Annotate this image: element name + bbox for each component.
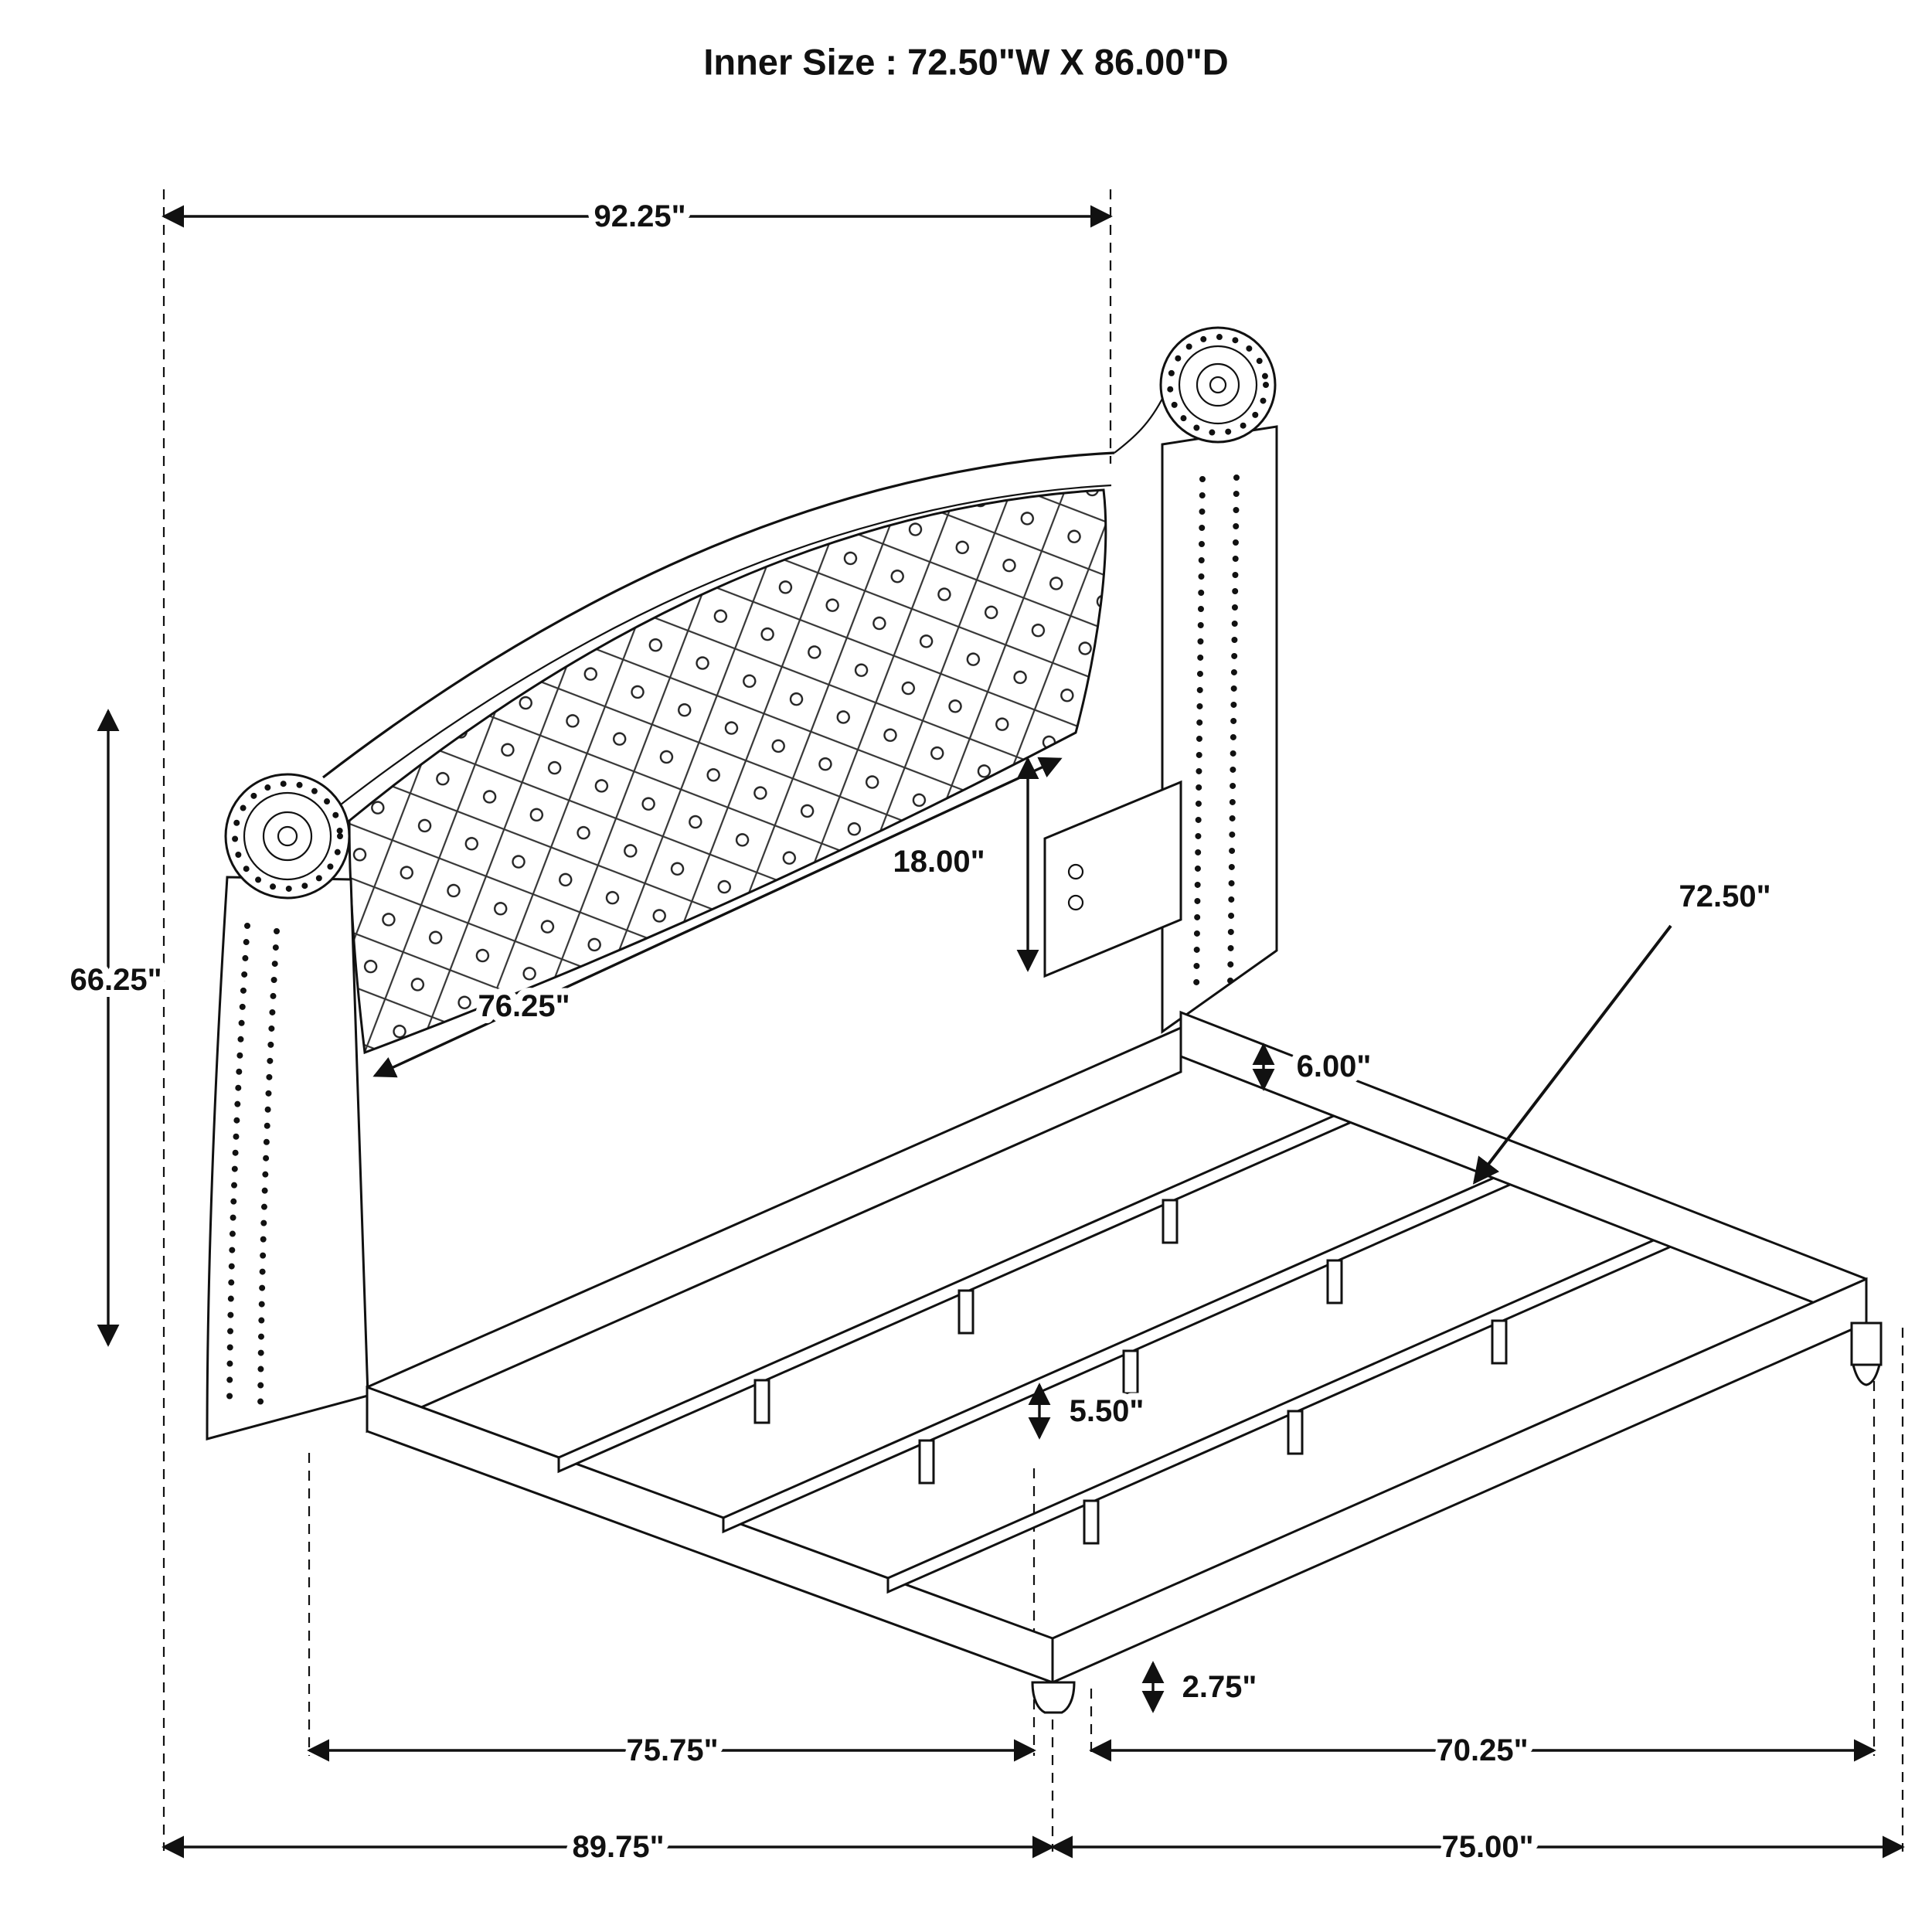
dimension-label-side-rail-height: 6.00" (1297, 1049, 1372, 1083)
dimension-label-foot-height: 2.75" (1182, 1670, 1257, 1704)
support-leg (1122, 1349, 1139, 1395)
right-scroll-ring (1209, 376, 1227, 394)
bracket-hole (1067, 894, 1084, 911)
support-leg (1287, 1410, 1304, 1455)
right-scroll-ring (1196, 362, 1240, 407)
dimension-label-overall-right-span: 75.00" (1441, 1830, 1533, 1864)
dimension-label-support-leg: 5.50" (1070, 1394, 1145, 1428)
headboard-top-corner (1114, 395, 1165, 454)
dimension-label-headboard-panel: 76.25" (478, 989, 570, 1023)
support-leg (1162, 1199, 1179, 1244)
nailhead-trim-ring (1167, 334, 1269, 436)
left-scroll-ring (262, 811, 313, 862)
dimension-label-headboard-height: 66.25" (70, 963, 162, 997)
dimension-label-center-rail: 72.50" (1679, 879, 1770, 913)
nailhead-trim-ring (232, 781, 343, 892)
nailhead-trim-column (1227, 474, 1240, 986)
support-leg (1326, 1259, 1343, 1304)
dimension-label-overall-width-top: 92.25" (594, 199, 685, 233)
left-wing-post (206, 876, 369, 1440)
dimension-label-frame-left-span: 75.75" (626, 1733, 718, 1767)
support-leg (753, 1379, 770, 1424)
support-leg (918, 1439, 935, 1485)
nailhead-trim-column (257, 928, 280, 1414)
headboard-top-roll-line (333, 484, 1112, 811)
rail-bracket (1043, 780, 1182, 978)
bed-frame (366, 780, 1883, 1714)
support-leg (1491, 1319, 1508, 1365)
dimension-label-overall-left-span: 89.75" (572, 1830, 664, 1864)
leader-line-center-rail (1472, 924, 1672, 1185)
left-scroll-ring (243, 791, 332, 881)
headboard-top-edge (322, 451, 1115, 779)
bracket-hole (1067, 863, 1084, 880)
dimension-label-deck-to-headboard: 18.00" (893, 845, 985, 879)
right-wing-post (1161, 425, 1278, 1034)
corner-foot (1031, 1681, 1076, 1714)
far-corner-leg (1850, 1321, 1883, 1366)
support-leg (957, 1289, 975, 1335)
dimension-line-headboard-panel (372, 757, 1063, 1078)
far-corner-foot (1852, 1363, 1881, 1386)
nailhead-trim-column (1193, 476, 1206, 996)
right-scroll (1159, 326, 1277, 444)
right-scroll-ring (1178, 345, 1258, 425)
dimension-annotations: 92.25" 66.25" 76.25" 18.00" 72.50" 6.00"… (63, 192, 1905, 1871)
dimension-label-frame-right-span: 70.25" (1436, 1733, 1528, 1767)
support-leg (1083, 1499, 1100, 1545)
diagram-title: Inner Size : 72.50"W X 86.00"D (703, 42, 1228, 83)
left-scroll-ring (277, 825, 298, 847)
